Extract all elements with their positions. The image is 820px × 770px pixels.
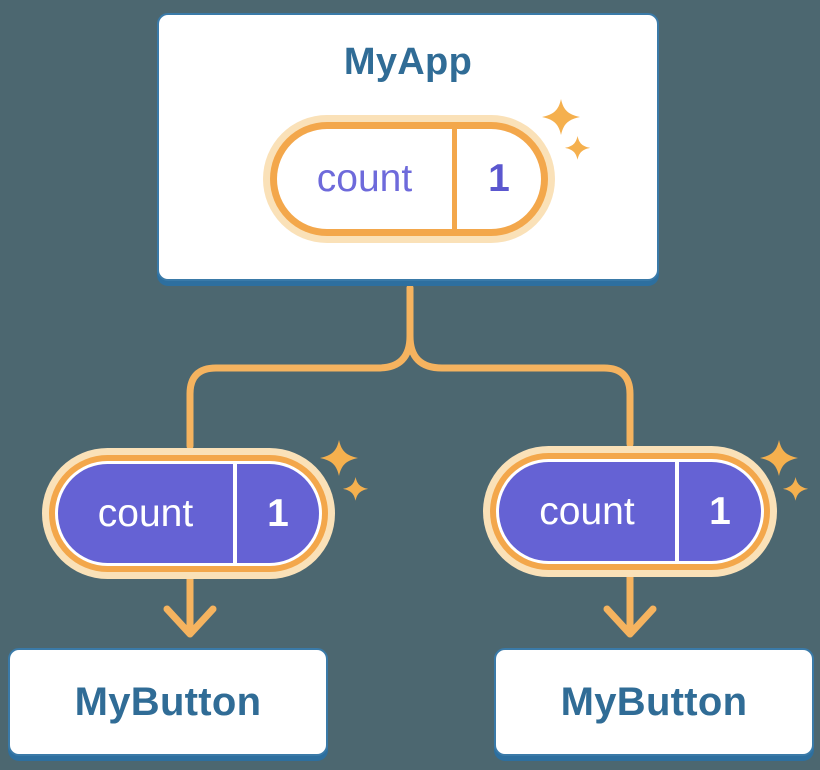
arrow-left-head-icon bbox=[163, 605, 217, 638]
props-pill: count 1 bbox=[42, 448, 335, 579]
pill-divider bbox=[452, 129, 457, 229]
state-value-label: 1 bbox=[488, 157, 510, 200]
props-pill-body: count 1 bbox=[58, 464, 319, 563]
state-pill-body: count 1 bbox=[277, 129, 541, 229]
props-value-label: 1 bbox=[267, 491, 289, 535]
myapp-title: MyApp bbox=[343, 41, 473, 83]
props-pill-ring: count 1 bbox=[49, 455, 328, 572]
mybutton-card: MyButton bbox=[494, 648, 814, 756]
props-pill-ring: count 1 bbox=[490, 453, 770, 570]
mybutton-title: MyButton bbox=[74, 679, 262, 724]
props-name-label: count bbox=[539, 489, 635, 533]
state-pill: count 1 bbox=[263, 115, 555, 243]
pill-divider bbox=[675, 462, 679, 561]
sparkles-icon bbox=[760, 440, 809, 501]
mybutton-card: MyButton bbox=[8, 648, 328, 756]
arrow-right-head-icon bbox=[603, 605, 657, 638]
state-pill-ring: count 1 bbox=[270, 122, 548, 236]
mybutton-title: MyButton bbox=[560, 679, 748, 724]
branch-right-line bbox=[406, 284, 634, 448]
sparkles-icon bbox=[542, 99, 591, 160]
props-pill-outline: count 1 bbox=[496, 459, 764, 564]
state-name-label: count bbox=[316, 157, 413, 200]
props-pill: count 1 bbox=[483, 446, 777, 577]
props-name-label: count bbox=[97, 491, 194, 535]
props-pill-body: count 1 bbox=[499, 462, 761, 561]
branch-left-line bbox=[186, 284, 414, 450]
props-pill-outline: count 1 bbox=[55, 461, 322, 566]
pill-divider bbox=[233, 464, 237, 563]
sparkles-icon bbox=[320, 440, 369, 501]
props-value-label: 1 bbox=[709, 489, 731, 533]
